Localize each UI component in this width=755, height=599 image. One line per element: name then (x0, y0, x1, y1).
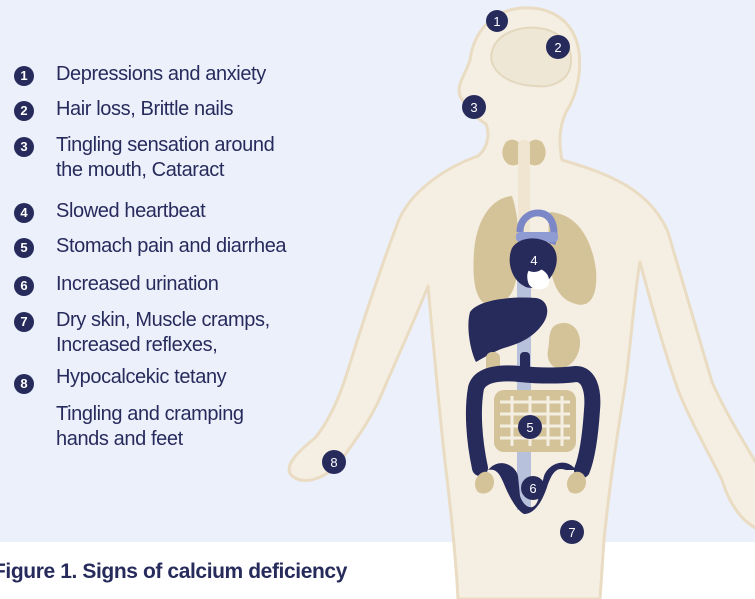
svg-text:2: 2 (554, 40, 561, 55)
svg-text:6: 6 (529, 481, 536, 496)
marker-5: 5 (518, 415, 542, 439)
figure-caption: Figure 1. Signs of calcium deficiency (0, 560, 347, 584)
marker-7: 7 (560, 520, 584, 544)
legend-number: 8 (14, 374, 34, 394)
marker-2: 2 (546, 35, 570, 59)
legend-text: Increased urination (56, 272, 219, 297)
legend-item-4: 4 Slowed heartbeat (14, 199, 205, 224)
legend-number: 6 (14, 276, 34, 296)
legend-number: 2 (14, 101, 34, 121)
legend-item-6: 6 Increased urination (14, 272, 219, 297)
legend-number: 7 (14, 312, 34, 332)
legend-item-8: 8 Hypocalcekic tetany (14, 370, 226, 394)
legend-text: Dry skin, Muscle cramps,Increased reflex… (56, 308, 270, 358)
marker-4: 4 (522, 248, 546, 272)
legend-item-5: 5 Stomach pain and diarrhea (14, 234, 286, 259)
svg-text:1: 1 (493, 14, 500, 29)
legend-text: Hypocalcekic tetany (56, 365, 226, 390)
legend-text: Hair loss, Brittle nails (56, 97, 233, 122)
marker-6: 6 (521, 476, 545, 500)
legend-item-2: 2 Hair loss, Brittle nails (14, 97, 233, 122)
symptom-legend: 1 Depressions and anxiety 2 Hair loss, B… (0, 0, 400, 542)
legend-text: Stomach pain and diarrhea (56, 234, 286, 259)
svg-text:7: 7 (568, 525, 575, 540)
legend-item-1: 1 Depressions and anxiety (14, 62, 266, 87)
svg-text:3: 3 (470, 100, 477, 115)
legend-number: 1 (14, 66, 34, 86)
marker-3: 3 (462, 95, 486, 119)
legend-item-7: 7 Dry skin, Muscle cramps,Increased refl… (14, 308, 270, 358)
marker-1: 1 (486, 10, 508, 32)
legend-text: Slowed heartbeat (56, 199, 205, 224)
legend-number: 5 (14, 238, 34, 258)
legend-number: 3 (14, 137, 34, 157)
svg-text:4: 4 (530, 253, 537, 268)
vena-cava (517, 260, 531, 510)
legend-number: 4 (14, 203, 34, 223)
legend-text: Depressions and anxiety (56, 62, 266, 87)
svg-text:5: 5 (526, 420, 533, 435)
